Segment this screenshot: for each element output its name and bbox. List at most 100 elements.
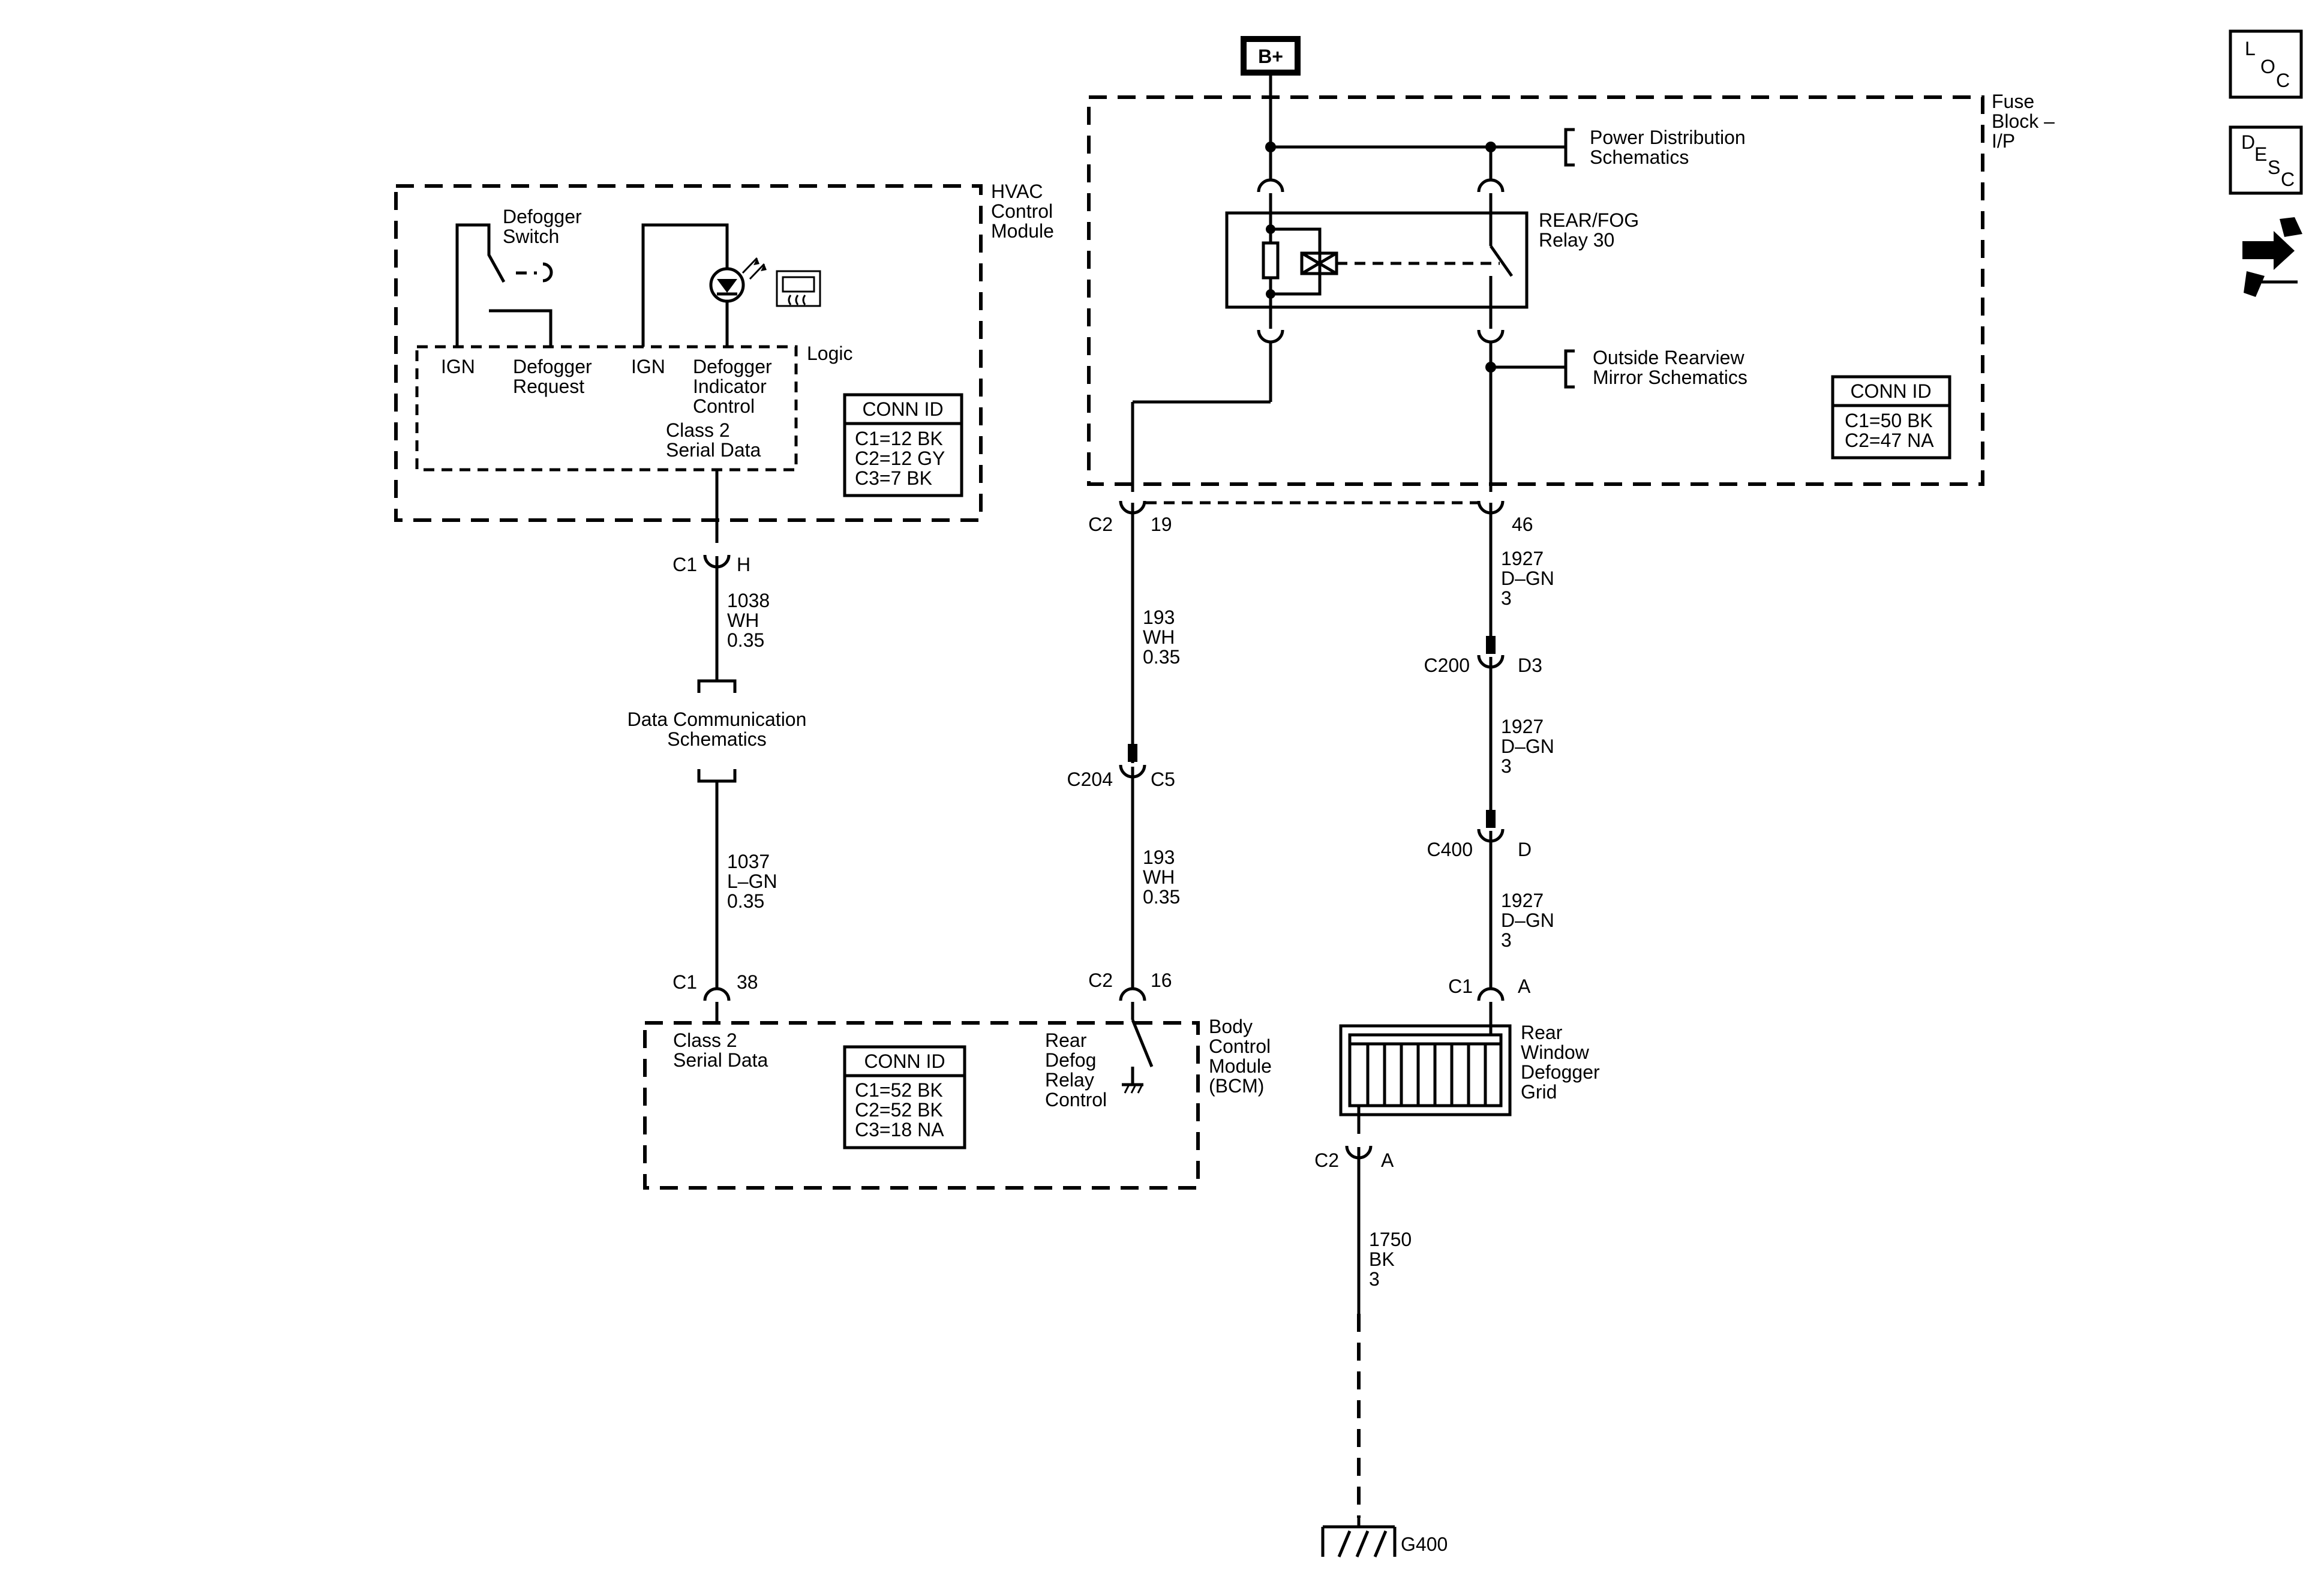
grid-c2-conn: C2 [1314, 1149, 1339, 1171]
bcm-c2-pin: 16 [1151, 969, 1172, 991]
rear-window-defogger-grid [1339, 1023, 1512, 1134]
bcm-name-3: Module [1209, 1055, 1272, 1077]
relay-ctrl-4: Control [1045, 1089, 1107, 1110]
relay-control-switch [1131, 1019, 1154, 1067]
grid-c2-pin: A [1381, 1149, 1394, 1171]
data-comm-bracket-bottom [697, 769, 737, 783]
fuse-block-ip: Fuse Block – I/P Power Distribution Sche… [1087, 76, 2055, 492]
grid-label-1: Rear [1521, 1022, 1563, 1043]
relay-ctrl-1: Rear [1045, 1029, 1087, 1051]
grid-label-3: Defogger [1521, 1061, 1600, 1083]
wire-1037-color: L–GN [727, 870, 777, 892]
loc-icon[interactable]: L O C [2229, 29, 2303, 99]
rear-fog-relay [1225, 211, 1529, 309]
hvac-serial-2: Serial Data [666, 439, 761, 461]
request-label-1: Defogger [513, 356, 592, 377]
hvac-name-3: Module [991, 220, 1054, 242]
bcm-conn-id: CONN ID C1=52 BK C2=52 BK C3=18 NA [843, 1045, 966, 1149]
mirror-label-1: Outside Rearview [1593, 347, 1744, 368]
c400-pin: D [1518, 839, 1532, 860]
bcm-c2-conn: C2 [1088, 969, 1113, 991]
wire-1037-num: 1037 [727, 851, 770, 872]
svg-text:C2=52 BK: C2=52 BK [855, 1099, 943, 1121]
svg-text:O: O [2260, 56, 2275, 77]
body-control-module: Body Control Module (BCM) Class 2 Serial… [643, 1002, 1272, 1190]
svg-text:C1=50 BK: C1=50 BK [1845, 410, 1933, 431]
hvac-control-module: HVAC Control Module Logic Defogger Switc… [394, 181, 1054, 522]
indicator-label-1: Defogger [693, 356, 772, 377]
indicator-label-2: Indicator [693, 376, 767, 397]
wire-193b-color: WH [1143, 866, 1175, 888]
grid-label-4: Grid [1521, 1081, 1557, 1103]
wire-1750-num: 1750 [1369, 1229, 1412, 1250]
wire-1927b-num: 1927 [1501, 716, 1544, 737]
ign-1-label: IGN [441, 356, 475, 377]
wire-1927b-size: 3 [1501, 755, 1512, 777]
svg-text:CONN ID: CONN ID [1850, 380, 1931, 402]
svg-text:C: C [2276, 70, 2290, 91]
grid-c1-conn: C1 [1448, 975, 1473, 997]
svg-text:C1=12 BK: C1=12 BK [855, 428, 943, 449]
relay-ctrl-2: Defog [1045, 1049, 1096, 1071]
svg-text:C2=12 GY: C2=12 GY [855, 448, 945, 469]
power-dist-label-1: Power Distribution [1590, 127, 1746, 148]
bcm-c1-conn: C1 [672, 971, 697, 993]
hvac-out-pin: H [737, 554, 750, 575]
wire-193a-size: 0.35 [1143, 646, 1180, 668]
bcm-serial-1: Class 2 [673, 1029, 737, 1051]
desc-icon[interactable]: D E S C [2229, 125, 2303, 195]
bcm-name-4: (BCM) [1209, 1075, 1264, 1097]
wire-193a-color: WH [1143, 626, 1175, 648]
indicator-label-3: Control [693, 395, 755, 417]
mirror-label-2: Mirror Schematics [1593, 367, 1747, 388]
hvac-logic-outline [415, 345, 798, 472]
hvac-outline [394, 184, 983, 522]
svg-text:C: C [2281, 169, 2295, 190]
grid-c1-pin: A [1518, 975, 1531, 997]
wire-1038-color: WH [727, 610, 759, 631]
c200-pin: D3 [1518, 655, 1542, 676]
data-comm-label-1: Data Communication [627, 709, 807, 730]
hvac-out-conn: C1 [672, 554, 697, 575]
svg-text:E: E [2254, 143, 2267, 165]
troubleshoot-icon[interactable] [2242, 217, 2302, 297]
fuse-block-outline [1087, 95, 1984, 486]
battery-source: B+ [1241, 36, 1301, 76]
wire-1038-num: 1038 [727, 590, 770, 611]
svg-text:L: L [2245, 38, 2256, 59]
wire-193b-size: 0.35 [1143, 886, 1180, 908]
c400-conn: C400 [1427, 839, 1473, 860]
c200-conn: C200 [1424, 655, 1470, 676]
wire-193a-num: 193 [1143, 607, 1175, 628]
wire-1750-size: 3 [1369, 1268, 1380, 1290]
wire-1927a-num: 1927 [1501, 548, 1544, 569]
svg-text:C3=18 NA: C3=18 NA [855, 1119, 944, 1140]
mirror-bracket [1564, 349, 1575, 389]
bcm-outline [643, 1021, 1200, 1190]
c204-pin: C5 [1151, 769, 1175, 790]
wire-1927a-color: D–GN [1501, 568, 1554, 589]
wire-1038-size: 0.35 [727, 629, 764, 651]
wire-1927c-size: 3 [1501, 929, 1512, 951]
hvac-logic-label: Logic [807, 343, 853, 364]
relay-ctrl-3: Relay [1045, 1069, 1094, 1091]
wire-1927b-color: D–GN [1501, 736, 1554, 757]
ground-label: G400 [1401, 1533, 1448, 1555]
fb-c2-conn: C2 [1088, 514, 1113, 535]
ign-2-label: IGN [631, 356, 665, 377]
hvac-name-2: Control [991, 200, 1053, 222]
svg-text:C2=47 NA: C2=47 NA [1845, 430, 1934, 451]
data-comm-label-2: Schematics [667, 728, 766, 750]
svg-text:S: S [2268, 157, 2280, 178]
svg-text:CONN ID: CONN ID [864, 1050, 945, 1072]
relay-label-1: REAR/FOG [1539, 209, 1639, 231]
fuse-block-name-2: Block – [1992, 110, 2055, 132]
fb-46-pin: 46 [1512, 514, 1533, 535]
c204-conn: C204 [1067, 769, 1113, 790]
bcm-serial-2: Serial Data [673, 1049, 768, 1071]
wire-1927a-size: 3 [1501, 587, 1512, 609]
power-dist-bracket [1564, 128, 1575, 167]
battery-label: B+ [1258, 46, 1283, 67]
wire-1750-color: BK [1369, 1248, 1395, 1270]
wire-193b-num: 193 [1143, 846, 1175, 868]
